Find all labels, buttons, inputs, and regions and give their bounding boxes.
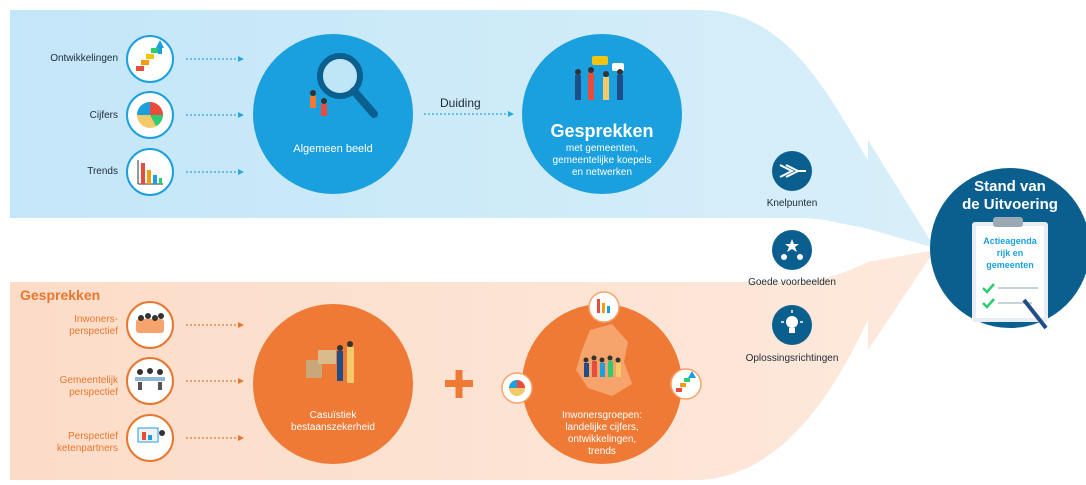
bottom-heading: Gesprekken	[20, 287, 101, 303]
staircase-growth-icon	[136, 40, 164, 71]
gesprekken-title: Gesprekken	[550, 121, 654, 141]
netherlands-map-people-icon	[576, 324, 632, 396]
algemeen-beeld-label: Algemeen beeld	[293, 143, 373, 155]
orbit-pie-chart-icon	[501, 372, 533, 404]
clipboard-line-2: rijk en	[996, 248, 1024, 258]
knelpunten-label: Knelpunten	[766, 198, 818, 209]
goede-voorbeelden-label: Goede voorbeelden	[748, 277, 836, 288]
result-title-2: de Uitvoering	[962, 196, 1058, 213]
plus-symbol	[445, 370, 473, 398]
casuistiek-circle	[253, 304, 413, 464]
cijfers-icon-ring	[126, 91, 174, 139]
result-title-1: Stand van	[974, 178, 1046, 195]
bar-chart-icon	[137, 160, 163, 185]
inwonersgroepen-label-2: landelijke cijfers,	[565, 422, 639, 433]
pie-chart-icon	[137, 102, 163, 128]
gemeentelijk-label-1: Gemeentelijk	[59, 375, 118, 386]
gesprekken-subtitle-1: met gemeenten,	[565, 143, 639, 154]
inwonersgroepen-label-4: trends	[588, 446, 616, 457]
oplossingsrichtingen-label: Oplossingsrichtingen	[745, 353, 839, 364]
knelpunten-badge	[772, 151, 812, 191]
gemeentelijk-label-2: perspectief	[69, 387, 118, 398]
inwoners-icon-ring	[126, 301, 174, 349]
stars-icon	[781, 239, 803, 260]
group-conversation-icon	[575, 56, 624, 100]
gesprekken-subtitle-2: gemeentelijke koepels	[552, 155, 652, 166]
inwonersgroepen-label-3: ontwikkelingen,	[567, 434, 637, 445]
trends-icon-ring	[126, 148, 174, 196]
oplossingsrichtingen-badge	[772, 305, 812, 345]
top-flow-band	[10, 10, 935, 248]
gemeentelijk-icon-ring	[126, 357, 174, 405]
gesprekken-subtitle-3: en netwerken	[571, 167, 633, 178]
duiding-label: Duiding	[440, 96, 481, 110]
citizens-group-icon	[136, 313, 164, 333]
lightbulb-icon	[781, 310, 803, 333]
chain-partners-presentation-icon	[137, 427, 165, 443]
ontwikkelingen-icon-ring	[126, 35, 174, 83]
ketenpartners-icon-ring	[126, 414, 174, 462]
inwoners-label-2: perspectief	[69, 326, 118, 337]
clipboard-checklist-icon	[982, 283, 1048, 330]
ontwikkelingen-label: Ontwikkelingen	[50, 53, 118, 64]
municipal-meeting-icon	[135, 368, 165, 390]
trends-label: Trends	[87, 166, 118, 177]
orbit-staircase-icon	[670, 368, 702, 400]
clipboard-line-3: gemeenten	[986, 260, 1034, 270]
ketenpartners-label-2: ketenpartners	[56, 443, 118, 454]
algemeen-beeld-circle	[253, 34, 413, 194]
people-moving-boxes-icon	[306, 341, 354, 383]
inwoners-label-1: Inwoners-	[74, 314, 118, 325]
ketenpartners-label-1: Perspectief	[67, 431, 118, 442]
cijfers-label: Cijfers	[89, 110, 118, 121]
funnel-arrows-icon	[779, 164, 806, 178]
inwonersgroepen-label-1: Inwonersgroepen:	[561, 410, 643, 421]
clipboard-line-1: Actieagenda	[983, 236, 1037, 246]
magnifying-glass-people-icon	[310, 53, 378, 118]
orbit-bar-chart-icon	[588, 291, 620, 323]
casuistiek-label-2: bestaanszekerheid	[291, 422, 375, 433]
casuistiek-label-1: Casuïstiek	[309, 410, 357, 421]
goede-voorbeelden-badge	[772, 230, 812, 270]
